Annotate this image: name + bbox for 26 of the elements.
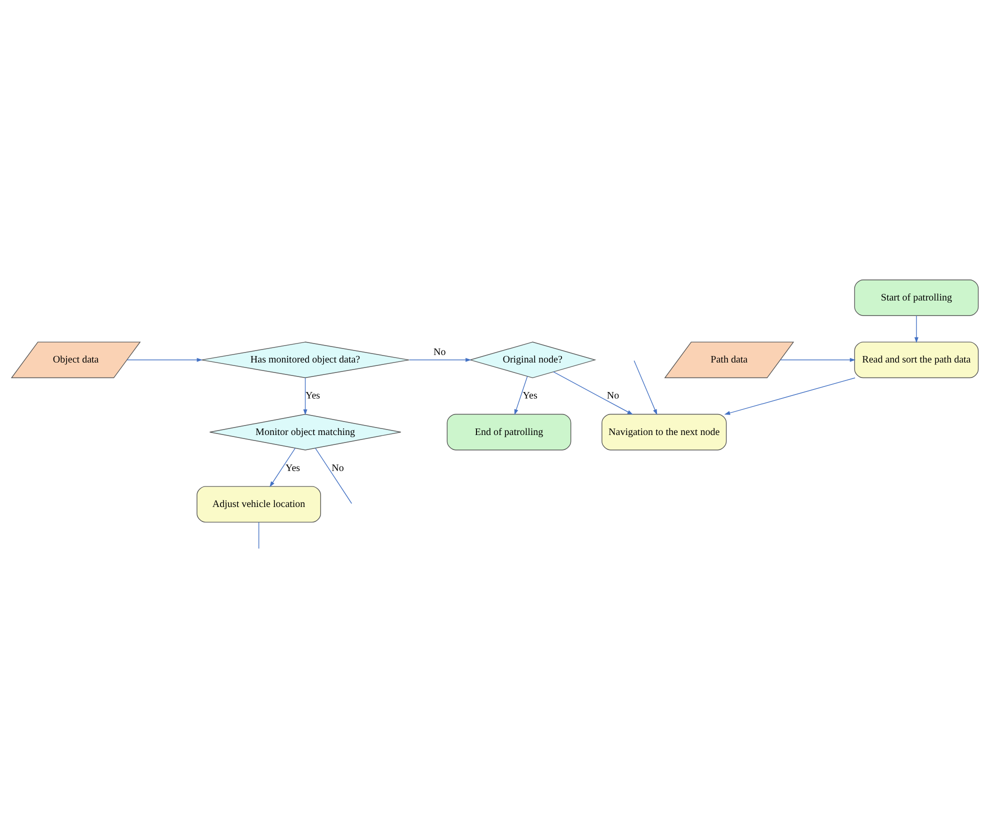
arrow [553,372,634,415]
arrow [126,358,203,362]
node-diamond: Original node? [468,342,596,378]
arrow [270,448,296,488]
node-diamond: Monitor object matching [209,414,402,450]
arrow [914,315,918,343]
node-box: Adjust vehicle location [196,486,321,523]
edge-label: Yes [522,390,538,402]
connector [258,522,260,549]
arrow [303,378,308,416]
node-box: Start of patrolling [854,280,979,316]
edge-label: Yes [306,390,320,402]
arrow [408,358,472,362]
arrow [514,376,528,416]
edge-label: Yes [285,462,300,474]
edge-label: No [434,347,446,358]
edge-label: No [606,390,620,402]
arrow [724,378,856,415]
edge-label: No [332,462,344,474]
connector [315,448,352,504]
node-box: Navigation to the next node [602,414,727,450]
node-box: End of patrolling [446,414,572,450]
arrow [780,358,856,362]
node-diamond: Has monitored object data? [201,342,410,378]
arrow [634,360,658,416]
node-box: Read and sort the path data [854,342,979,378]
